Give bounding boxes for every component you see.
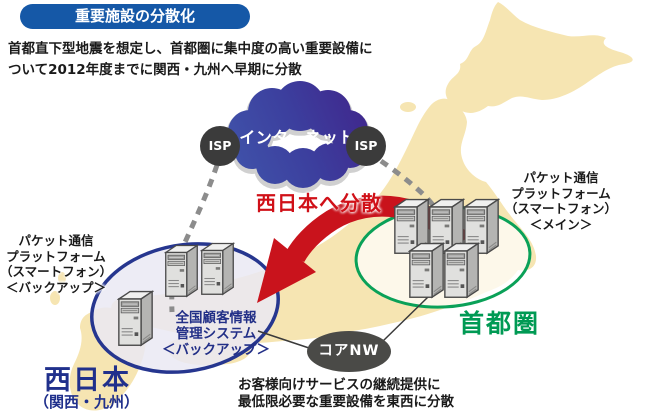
customer-system-line-2: 管理システム (175, 326, 257, 342)
isp-node-left: ISP (200, 126, 240, 166)
intro-line-1: 首都直下型地震を想定し、首都圏に集中度の高い重要設備に (8, 41, 373, 57)
customer-system-line-3: ＜バックアップ＞ (162, 342, 270, 358)
server-icon (444, 242, 479, 298)
dispersal-arrow-label: 西日本へ分散 (256, 191, 382, 215)
west-platform-line-3: （スマートフォン） (0, 264, 113, 279)
server-icon (165, 244, 198, 297)
server-icon (201, 242, 234, 295)
metro-platform-line-3: （スマートフォン） (504, 201, 618, 216)
west-platform-line-1: パケット通信 (18, 233, 94, 248)
west-platform-label: パケット通信 プラットフォーム （スマートフォン） ＜バックアップ＞ (0, 233, 112, 295)
customer-system-line-1: 全国顧客情報 (175, 310, 257, 326)
server-icon (409, 242, 444, 298)
title-banner: 重要施設の分散化 (20, 4, 250, 29)
footer-line-1: お客様向けサービスの継続提供に (238, 377, 441, 393)
metro-platform-label: パケット通信 プラットフォーム （スマートフォン） ＜メイン＞ (502, 170, 620, 232)
west-region-label: 西日本 (44, 365, 131, 396)
metro-platform-line-2: プラットフォーム (511, 185, 611, 201)
internet-cloud-label: インターネット (239, 128, 355, 147)
footer-note: お客様向けサービスの継続提供に 最低限必要な重要設備を東西に分散 (238, 377, 454, 411)
metro-region-label: 首都圏 (459, 309, 541, 338)
metro-platform-line-1: パケット通信 (523, 170, 599, 185)
intro-text: 首都直下型地震を想定し、首都圏に集中度の高い重要設備に ついて2012年度までに… (8, 39, 373, 81)
west-platform-line-2: プラットフォーム (6, 248, 106, 264)
west-region-sublabel: （関西・九州） (34, 393, 140, 411)
footer-line-2: 最低限必要な重要設備を東西に分散 (238, 394, 454, 410)
customer-system-label: 全国顧客情報 管理システム ＜バックアップ＞ (152, 310, 280, 358)
intro-line-2: ついて2012年度までに関西・九州へ早期に分散 (8, 62, 302, 78)
server-icon (118, 290, 153, 346)
isp-node-right: ISP (346, 126, 386, 166)
metro-platform-line-4: ＜メイン＞ (529, 216, 593, 232)
core-network-node: コアNW (307, 331, 391, 372)
west-platform-line-4: ＜バックアップ＞ (5, 279, 106, 295)
